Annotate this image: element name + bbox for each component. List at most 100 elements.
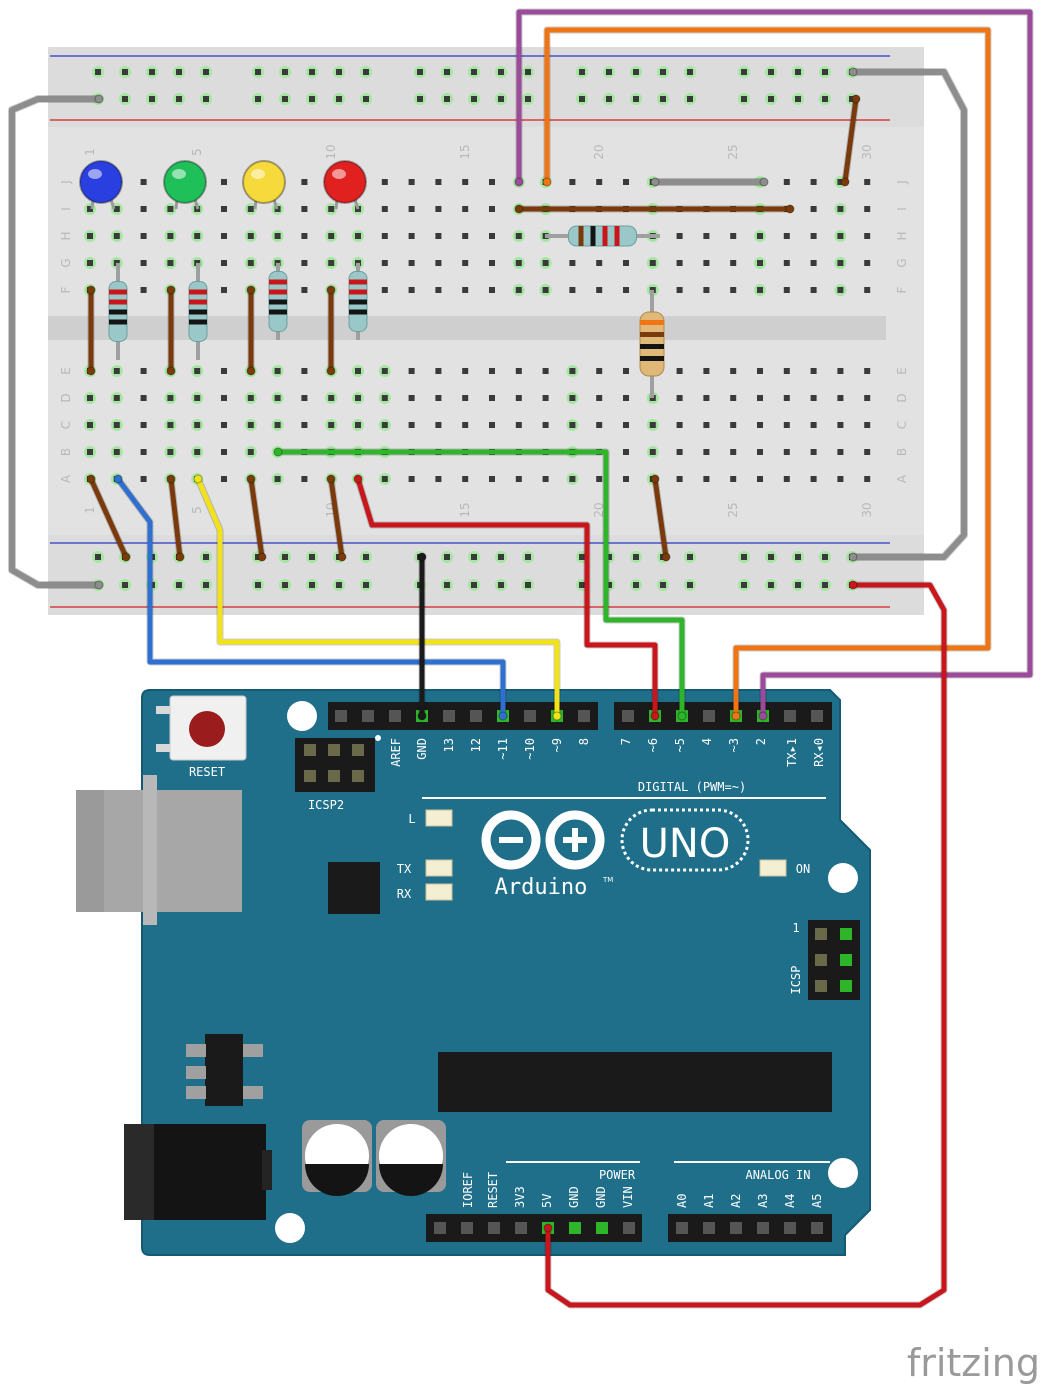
icsp-header [808, 920, 860, 1000]
yellow-wire-pin9-end [193, 474, 203, 484]
brown-jumper-long-end [514, 204, 524, 214]
header-pin [443, 710, 455, 722]
row-letter: H [59, 231, 73, 240]
capacitor [376, 1120, 446, 1196]
brown-jumper-gnd-end [86, 474, 96, 484]
atmega-chip [438, 1052, 832, 1112]
brown-jumper-gnd-end [257, 552, 267, 562]
header-pin [524, 710, 536, 722]
resistor-band [614, 226, 620, 246]
resistor-band [590, 226, 596, 246]
digital-pin-label: ~5 [673, 738, 687, 752]
center-channel [48, 316, 886, 340]
brown-jumper-channel-end [326, 285, 336, 295]
digital-pin-label: AREF [389, 738, 403, 767]
resistor-band [109, 319, 127, 325]
row-letter: G [59, 258, 73, 267]
digital-header-right [614, 702, 832, 730]
led-dome [163, 160, 207, 204]
brown-jumper-long-end [785, 204, 795, 214]
icsp2-header [295, 735, 381, 792]
column-number: 30 [860, 144, 874, 159]
column-number: 20 [592, 502, 606, 517]
resistor-band [349, 309, 367, 315]
led-blue [79, 160, 123, 210]
header-pin [811, 710, 823, 722]
row-letter: B [895, 448, 909, 456]
brown-jumper-channel-end [246, 366, 256, 376]
brown-jumper-channel-end [166, 366, 176, 376]
digital-pin-label: RX◂0 [812, 738, 826, 767]
led-highlight [332, 169, 346, 179]
grey-rail-wire-right [850, 69, 967, 560]
fritzing-watermark: fritzing [907, 1341, 1040, 1385]
red-wire-pin6 [355, 476, 658, 719]
row-letter: J [59, 180, 73, 185]
column-number: 25 [726, 502, 740, 517]
resistor-band [640, 344, 664, 349]
column-number: 5 [190, 506, 204, 514]
reset-label: RESET [189, 765, 225, 779]
resistor-band [640, 320, 664, 325]
digital-pin-label: ~3 [727, 738, 741, 752]
reset-button[interactable] [156, 695, 247, 761]
resistor-pulldown [639, 290, 665, 398]
row-letter: E [59, 367, 73, 375]
row-letter: H [895, 231, 909, 240]
arduino-infinity-logo [481, 810, 605, 870]
header-pin [569, 1222, 581, 1234]
arduino-board [141, 689, 871, 1256]
header-pin [623, 1222, 635, 1234]
digital-pin-label: ~9 [550, 738, 564, 752]
grey-jumper-wire-end [759, 177, 769, 187]
grey-rail-wire-right-end [848, 67, 858, 77]
mounting-hole [287, 701, 317, 731]
resistor-band [109, 299, 127, 305]
red-wire-5v-end [848, 580, 858, 590]
row-letter: B [59, 448, 73, 456]
brown-jumper-gnd-end [661, 552, 671, 562]
components [79, 160, 665, 398]
header-pin [335, 710, 347, 722]
mounting-hole [828, 863, 858, 893]
trademark: TM [602, 876, 613, 884]
orange-wire-pin3 [544, 27, 991, 719]
capacitor [302, 1120, 372, 1196]
resistor-band [269, 299, 287, 305]
power-pin-label: 3V3 [513, 1186, 527, 1208]
header-pin [811, 1222, 823, 1234]
resistor-blue-led [108, 263, 128, 360]
led-rx-label: RX [397, 887, 412, 901]
voltage-regulator [186, 1034, 263, 1106]
icsp-pin1-label: 1 [792, 921, 799, 935]
grey-rail-wire-left [9, 96, 102, 588]
header-pin [461, 1222, 473, 1234]
resistor-green-led [188, 263, 208, 360]
brown-jumper-gnd-end [337, 552, 347, 562]
digital-pin-label: ~11 [496, 738, 510, 760]
row-letter: D [59, 393, 73, 402]
resistor-band [269, 289, 287, 295]
purple-wire-pin2-end [514, 177, 524, 187]
led-l-indicator [425, 809, 453, 827]
column-number: 30 [860, 502, 874, 517]
orange-wire-pin3-end [731, 711, 741, 721]
power-pin-label: GND [567, 1186, 581, 1208]
power-header [426, 1214, 642, 1242]
top-power-rail [48, 47, 924, 127]
digital-pin-label: GND [415, 738, 429, 760]
resistor-band [269, 309, 287, 315]
red-wire-5v-end [543, 1223, 553, 1233]
header-pin [470, 710, 482, 722]
grey-rail-wire-left-end [94, 580, 104, 590]
row-letter: D [895, 393, 909, 402]
orange-wire-pin3-end [542, 177, 552, 187]
brown-jumper-gnd-end [166, 474, 176, 484]
led-on-indicator [759, 859, 787, 877]
digital-pin-label: 12 [469, 738, 483, 752]
brown-jumper-rail-end [840, 177, 850, 187]
purple-wire-pin2 [516, 9, 1033, 719]
black-wire-gnd-end [417, 552, 427, 562]
led-tx-indicator [425, 859, 453, 877]
